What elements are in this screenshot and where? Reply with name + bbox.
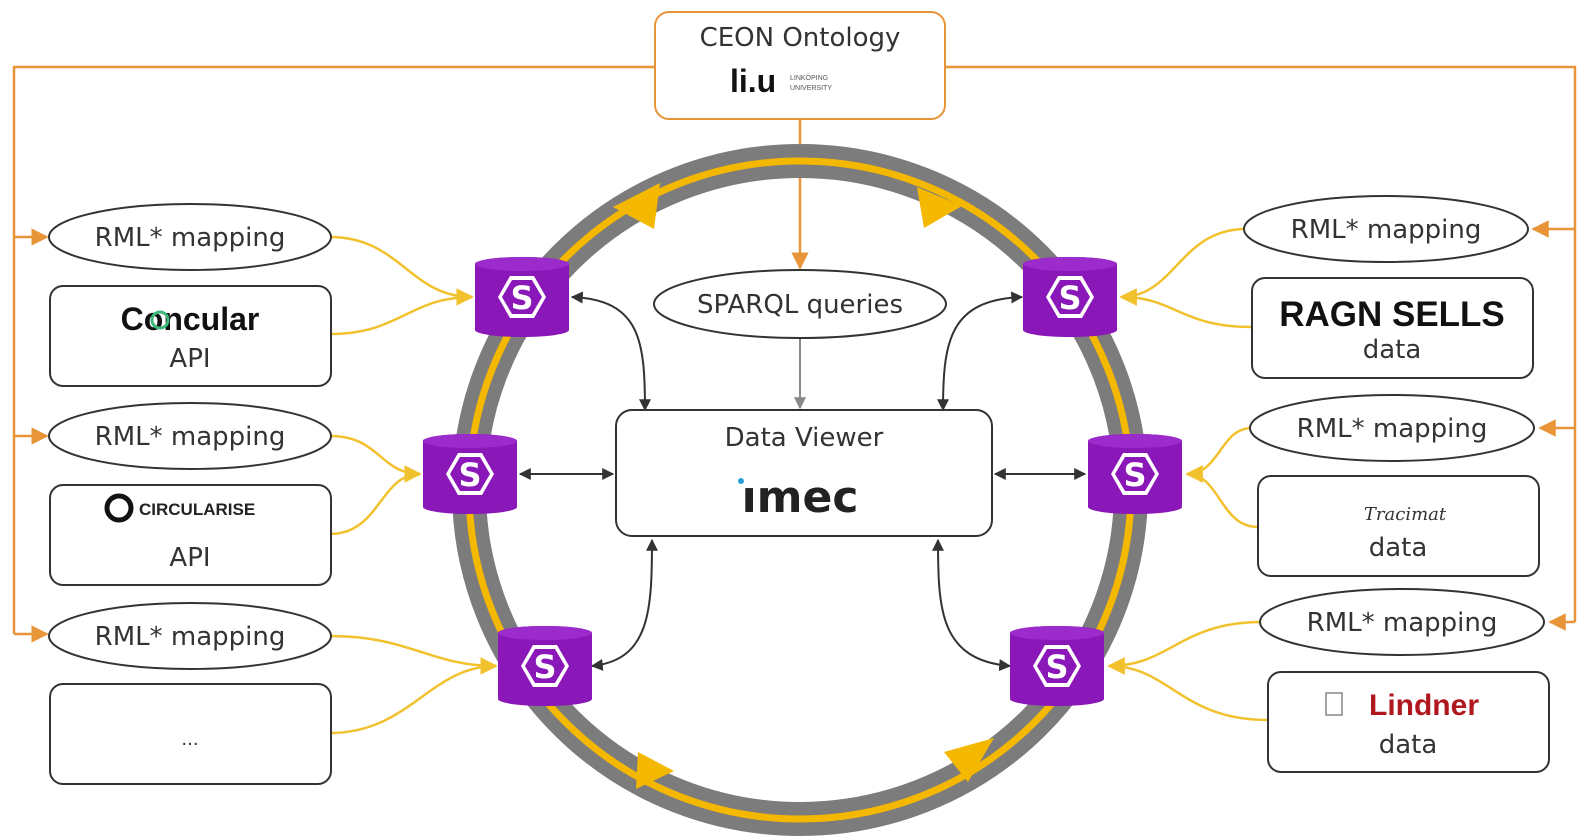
source-box (49, 484, 332, 586)
svg-text:S: S (533, 648, 556, 686)
rml-mapping-ellipse (48, 203, 332, 271)
left-source-3: RML* mapping ... (48, 602, 332, 785)
solid-pod-node: S (423, 434, 517, 514)
source-box (49, 285, 332, 387)
source-box (49, 683, 332, 785)
solid-pod-node: S (1010, 626, 1104, 706)
tracimat-logo: Tracimat (1364, 504, 1447, 525)
source-box (1257, 475, 1540, 577)
lindner-logo: Lindner (1325, 689, 1479, 722)
rml-mapping-ellipse (48, 402, 332, 470)
rml-mapping-ellipse (1259, 588, 1545, 656)
viewer-links (518, 291, 1087, 672)
svg-text:S: S (1058, 279, 1081, 317)
svg-text:li.u: li.u (730, 63, 776, 99)
ontology-title: CEON Ontology (700, 23, 901, 53)
rml-mapping-label: RML* mapping (1291, 215, 1482, 245)
concular-accent (150, 310, 170, 330)
rml-mapping-label: RML* mapping (1307, 608, 1498, 638)
rml-mapping-label: RML* mapping (95, 223, 286, 253)
rml-mapping-ellipse (1243, 195, 1529, 263)
rml-mapping-ellipse (1249, 394, 1535, 462)
liu-logo: li.u LINKÖPING UNIVERSITY (730, 63, 832, 99)
ring-arrow (636, 752, 674, 789)
source-links (329, 227, 1269, 735)
ring-arrow (944, 738, 994, 782)
source-box (1251, 277, 1534, 379)
source-kind: data (1379, 730, 1438, 760)
circularise-logo: CIRCULARISE (104, 493, 255, 523)
solid-pod-node: S (1023, 257, 1117, 337)
ontology-links (12, 65, 1577, 643)
source-box (1267, 671, 1550, 773)
concular-logo: Concular (121, 301, 260, 337)
left-source-1: RML* mapping Concular API (48, 203, 332, 387)
svg-text:UNIVERSITY: UNIVERSITY (790, 85, 832, 92)
right-source-2: RML* mapping Tracimat data (1249, 394, 1540, 577)
svg-text:LINKÖPING: LINKÖPING (790, 74, 828, 82)
rml-mapping-ellipse (48, 602, 332, 670)
solid-pod-node: S (475, 257, 569, 337)
ring-arrow (613, 183, 660, 229)
data-viewer-title: Data Viewer (725, 423, 884, 453)
rml-mapping-label: RML* mapping (1297, 414, 1488, 444)
left-source-2: RML* mapping CIRCULARISE API (48, 402, 332, 586)
svg-text:ımec: ımec (742, 472, 859, 523)
source-kind: data (1363, 335, 1422, 365)
ragn-sells-logo: RAGN SELLS (1279, 295, 1505, 334)
svg-text:CIRCULARISE: CIRCULARISE (139, 500, 255, 519)
solid-pod-node: S (1088, 434, 1182, 514)
sparql-queries: SPARQL queries (653, 269, 947, 339)
svg-text:Lindner: Lindner (1369, 689, 1479, 722)
rml-mapping-label: RML* mapping (95, 422, 286, 452)
right-source-1: RML* mapping RAGN SELLS data (1243, 195, 1534, 379)
data-viewer-box: Data Viewer ımec (615, 409, 993, 537)
source-kind: data (1369, 533, 1428, 563)
svg-text:S: S (1045, 648, 1068, 686)
ontology-box: CEON Ontology li.u LINKÖPING UNIVERSITY (654, 11, 946, 120)
imec-logo: ımec (738, 472, 858, 523)
svg-text:S: S (458, 456, 481, 494)
right-source-3: RML* mapping Lindner data (1259, 588, 1550, 773)
ring-arrow (917, 187, 962, 228)
source-kind: API (169, 344, 210, 374)
solid-pod-node: S (498, 626, 592, 706)
svg-text:S: S (510, 279, 533, 317)
source-kind: API (169, 543, 210, 573)
svg-text:S: S (1123, 456, 1146, 494)
sparql-label: SPARQL queries (697, 290, 903, 320)
placeholder-text: ... (181, 729, 198, 750)
rml-mapping-label: RML* mapping (95, 622, 286, 652)
